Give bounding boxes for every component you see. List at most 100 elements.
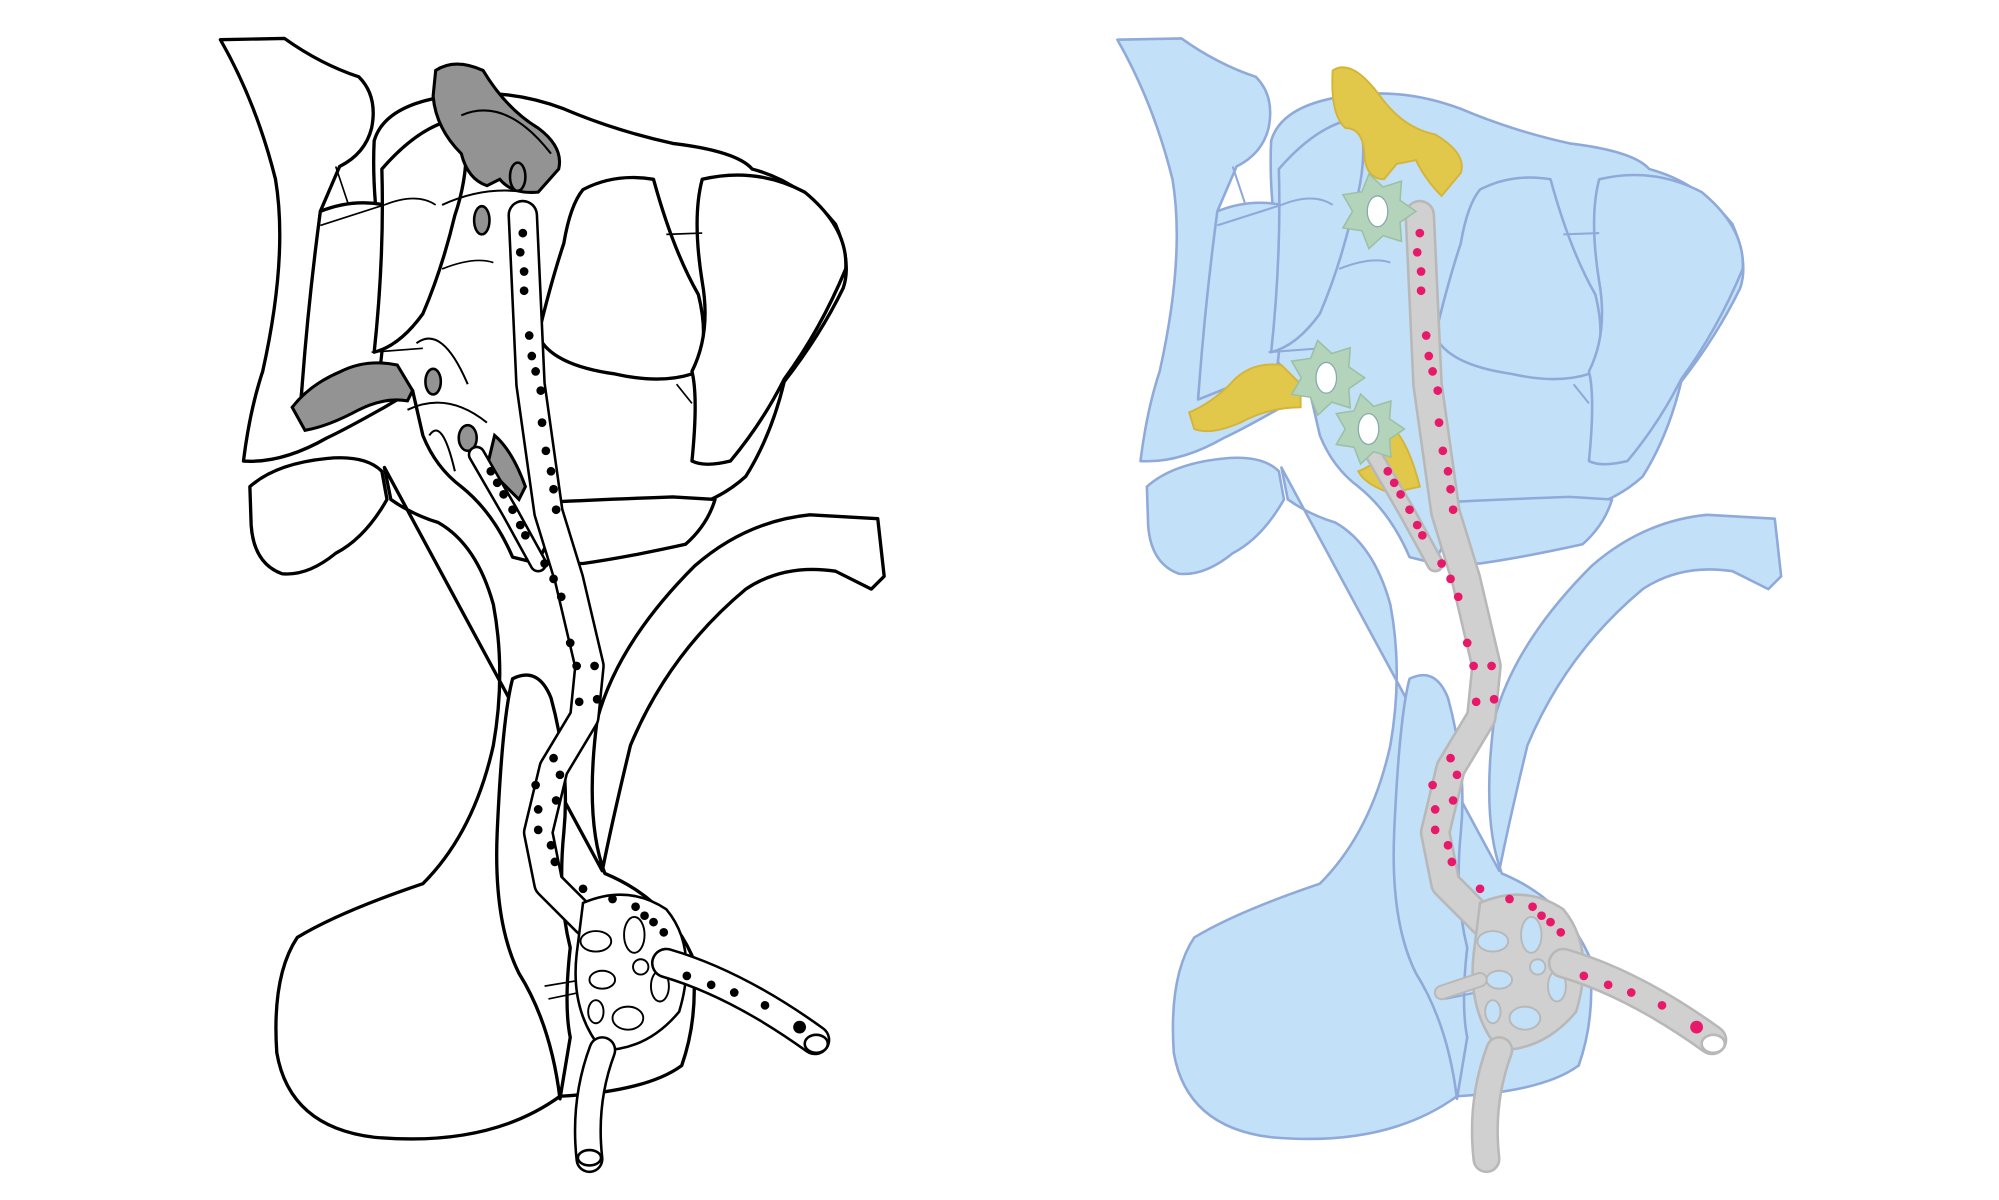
secreted-granule-dot — [631, 902, 640, 912]
secreted-granule-dot — [486, 466, 496, 476]
neuron-nucleus — [1357, 413, 1380, 446]
secreted-granule-dot — [524, 331, 534, 340]
secreted-granule-dot — [536, 386, 546, 395]
capillary-loop — [1484, 999, 1502, 1025]
secreted-granule-dot — [1424, 351, 1434, 361]
secreted-granule-dot — [551, 505, 561, 515]
capillary-loop — [611, 1005, 645, 1031]
secreted-granule-dot — [1412, 520, 1422, 530]
secreted-granule-dot — [1528, 902, 1537, 912]
pituitary-body — [274, 465, 886, 1141]
capillary-loop — [1529, 958, 1547, 976]
tissue-boundary-line — [334, 166, 350, 206]
secreted-granule-dot — [1556, 927, 1566, 937]
capillary-loop — [1485, 969, 1514, 990]
tissue-boundary-line — [384, 197, 437, 206]
secreted-granule-dot — [1448, 505, 1458, 515]
secreted-granule-dot — [533, 825, 543, 835]
side-vessel — [1435, 973, 1486, 999]
secreted-granule-dot — [499, 489, 508, 499]
secreted-granule-dot — [793, 1020, 807, 1034]
secreted-granule-dot — [1471, 697, 1481, 707]
secreted-granule-dot — [1446, 753, 1455, 763]
secreted-granule-dot — [1418, 530, 1427, 540]
secreted-granule-dot — [1462, 638, 1472, 648]
tissue-boundary-line — [548, 991, 580, 1000]
secreted-granule-dot — [1416, 286, 1426, 296]
secreted-granule-dot — [1453, 592, 1463, 602]
secreted-granule-dot — [1469, 661, 1478, 671]
secreted-granule-dot — [527, 351, 537, 361]
capillary-loop — [623, 916, 646, 954]
tissue-boundary-line — [1281, 197, 1334, 206]
secreted-granule-dot — [1626, 988, 1636, 997]
dendrite-line — [428, 429, 456, 472]
secreted-granule-dot — [515, 520, 525, 530]
secreted-granule-dot — [518, 228, 528, 238]
secreted-granule-dot — [574, 697, 584, 707]
secreted-granule-dot — [549, 574, 558, 584]
secreted-granule-dot — [1487, 661, 1496, 671]
secreted-granule-dot — [1434, 418, 1444, 427]
secreted-granule-dot — [1430, 805, 1440, 814]
neuron-cell-body — [508, 161, 527, 193]
neuron-nucleus-top — [431, 62, 562, 194]
nucleus-top — [1331, 66, 1463, 198]
secreted-granule-dot — [1437, 559, 1446, 568]
tissue-boundary-line — [1338, 259, 1391, 270]
secreted-granule-dot — [546, 840, 556, 850]
small-left-bulge — [248, 456, 389, 576]
capillary-loop — [579, 930, 613, 953]
vessel-opening — [576, 1148, 603, 1167]
center-lobe — [1433, 176, 1602, 381]
capillary-loop — [587, 999, 605, 1025]
secreted-granule-dot — [1396, 489, 1405, 499]
tissue-boundary-line — [1231, 166, 1247, 206]
colored-drawing-panel — [1116, 37, 1783, 1174]
secreted-granule-dot — [519, 286, 529, 296]
secreted-granule-dot — [1438, 446, 1448, 456]
vessel-opening — [1700, 1033, 1727, 1055]
secreted-granule-dot — [1443, 466, 1453, 476]
secreted-granule-dot — [1657, 1000, 1667, 1010]
right-lobe — [1587, 173, 1745, 466]
secreted-granule-dot — [1443, 840, 1453, 850]
secreted-granule-dot — [729, 988, 739, 997]
secreted-granule-dot — [592, 694, 602, 704]
secreted-granule-dot — [649, 917, 658, 927]
secreted-granule-dot — [549, 753, 558, 763]
inferior-vessel — [576, 1038, 614, 1171]
tissue-boundary-line — [675, 383, 693, 404]
secreted-granule-dot — [508, 505, 517, 515]
secreted-granule-dot — [1579, 971, 1589, 981]
secreted-granule-dot — [1446, 484, 1455, 494]
secreted-granule-dot — [1421, 331, 1431, 340]
secreted-granule-dot — [1405, 505, 1414, 515]
secreted-granule-dot — [1603, 980, 1613, 990]
tissue-boundary-line — [666, 232, 703, 236]
secreted-granule-dot — [1412, 247, 1422, 257]
secreted-granule-dot — [1447, 857, 1457, 867]
secreted-granule-dot — [1489, 694, 1499, 704]
secreted-granule-dot — [1416, 267, 1426, 276]
secreted-granule-dot — [1452, 770, 1462, 780]
secreted-granule-dot — [608, 894, 617, 904]
line-drawing-panel — [218, 36, 886, 1174]
secreted-granule-dot — [550, 857, 560, 867]
secreted-granule-dot — [533, 805, 543, 814]
secreted-granule-dot — [1428, 367, 1437, 376]
secreted-granule-dot — [1415, 228, 1425, 238]
tissue-boundary-line — [320, 204, 385, 227]
neuron-cell-body — [424, 367, 443, 396]
neuron-nucleus-left — [290, 361, 415, 433]
secreted-granule-dot — [1475, 884, 1485, 894]
secreted-granule-dot — [578, 884, 588, 894]
capillary-loop — [1520, 916, 1543, 954]
center-lobe — [536, 175, 706, 381]
secreted-granule-dot — [555, 770, 565, 780]
neuron-cell-body — [472, 204, 491, 236]
secreted-granule-dot — [1430, 825, 1440, 835]
inferior-vessel — [1473, 1038, 1511, 1171]
dendrite-line — [415, 337, 469, 385]
small-left-bulge — [1145, 456, 1286, 576]
